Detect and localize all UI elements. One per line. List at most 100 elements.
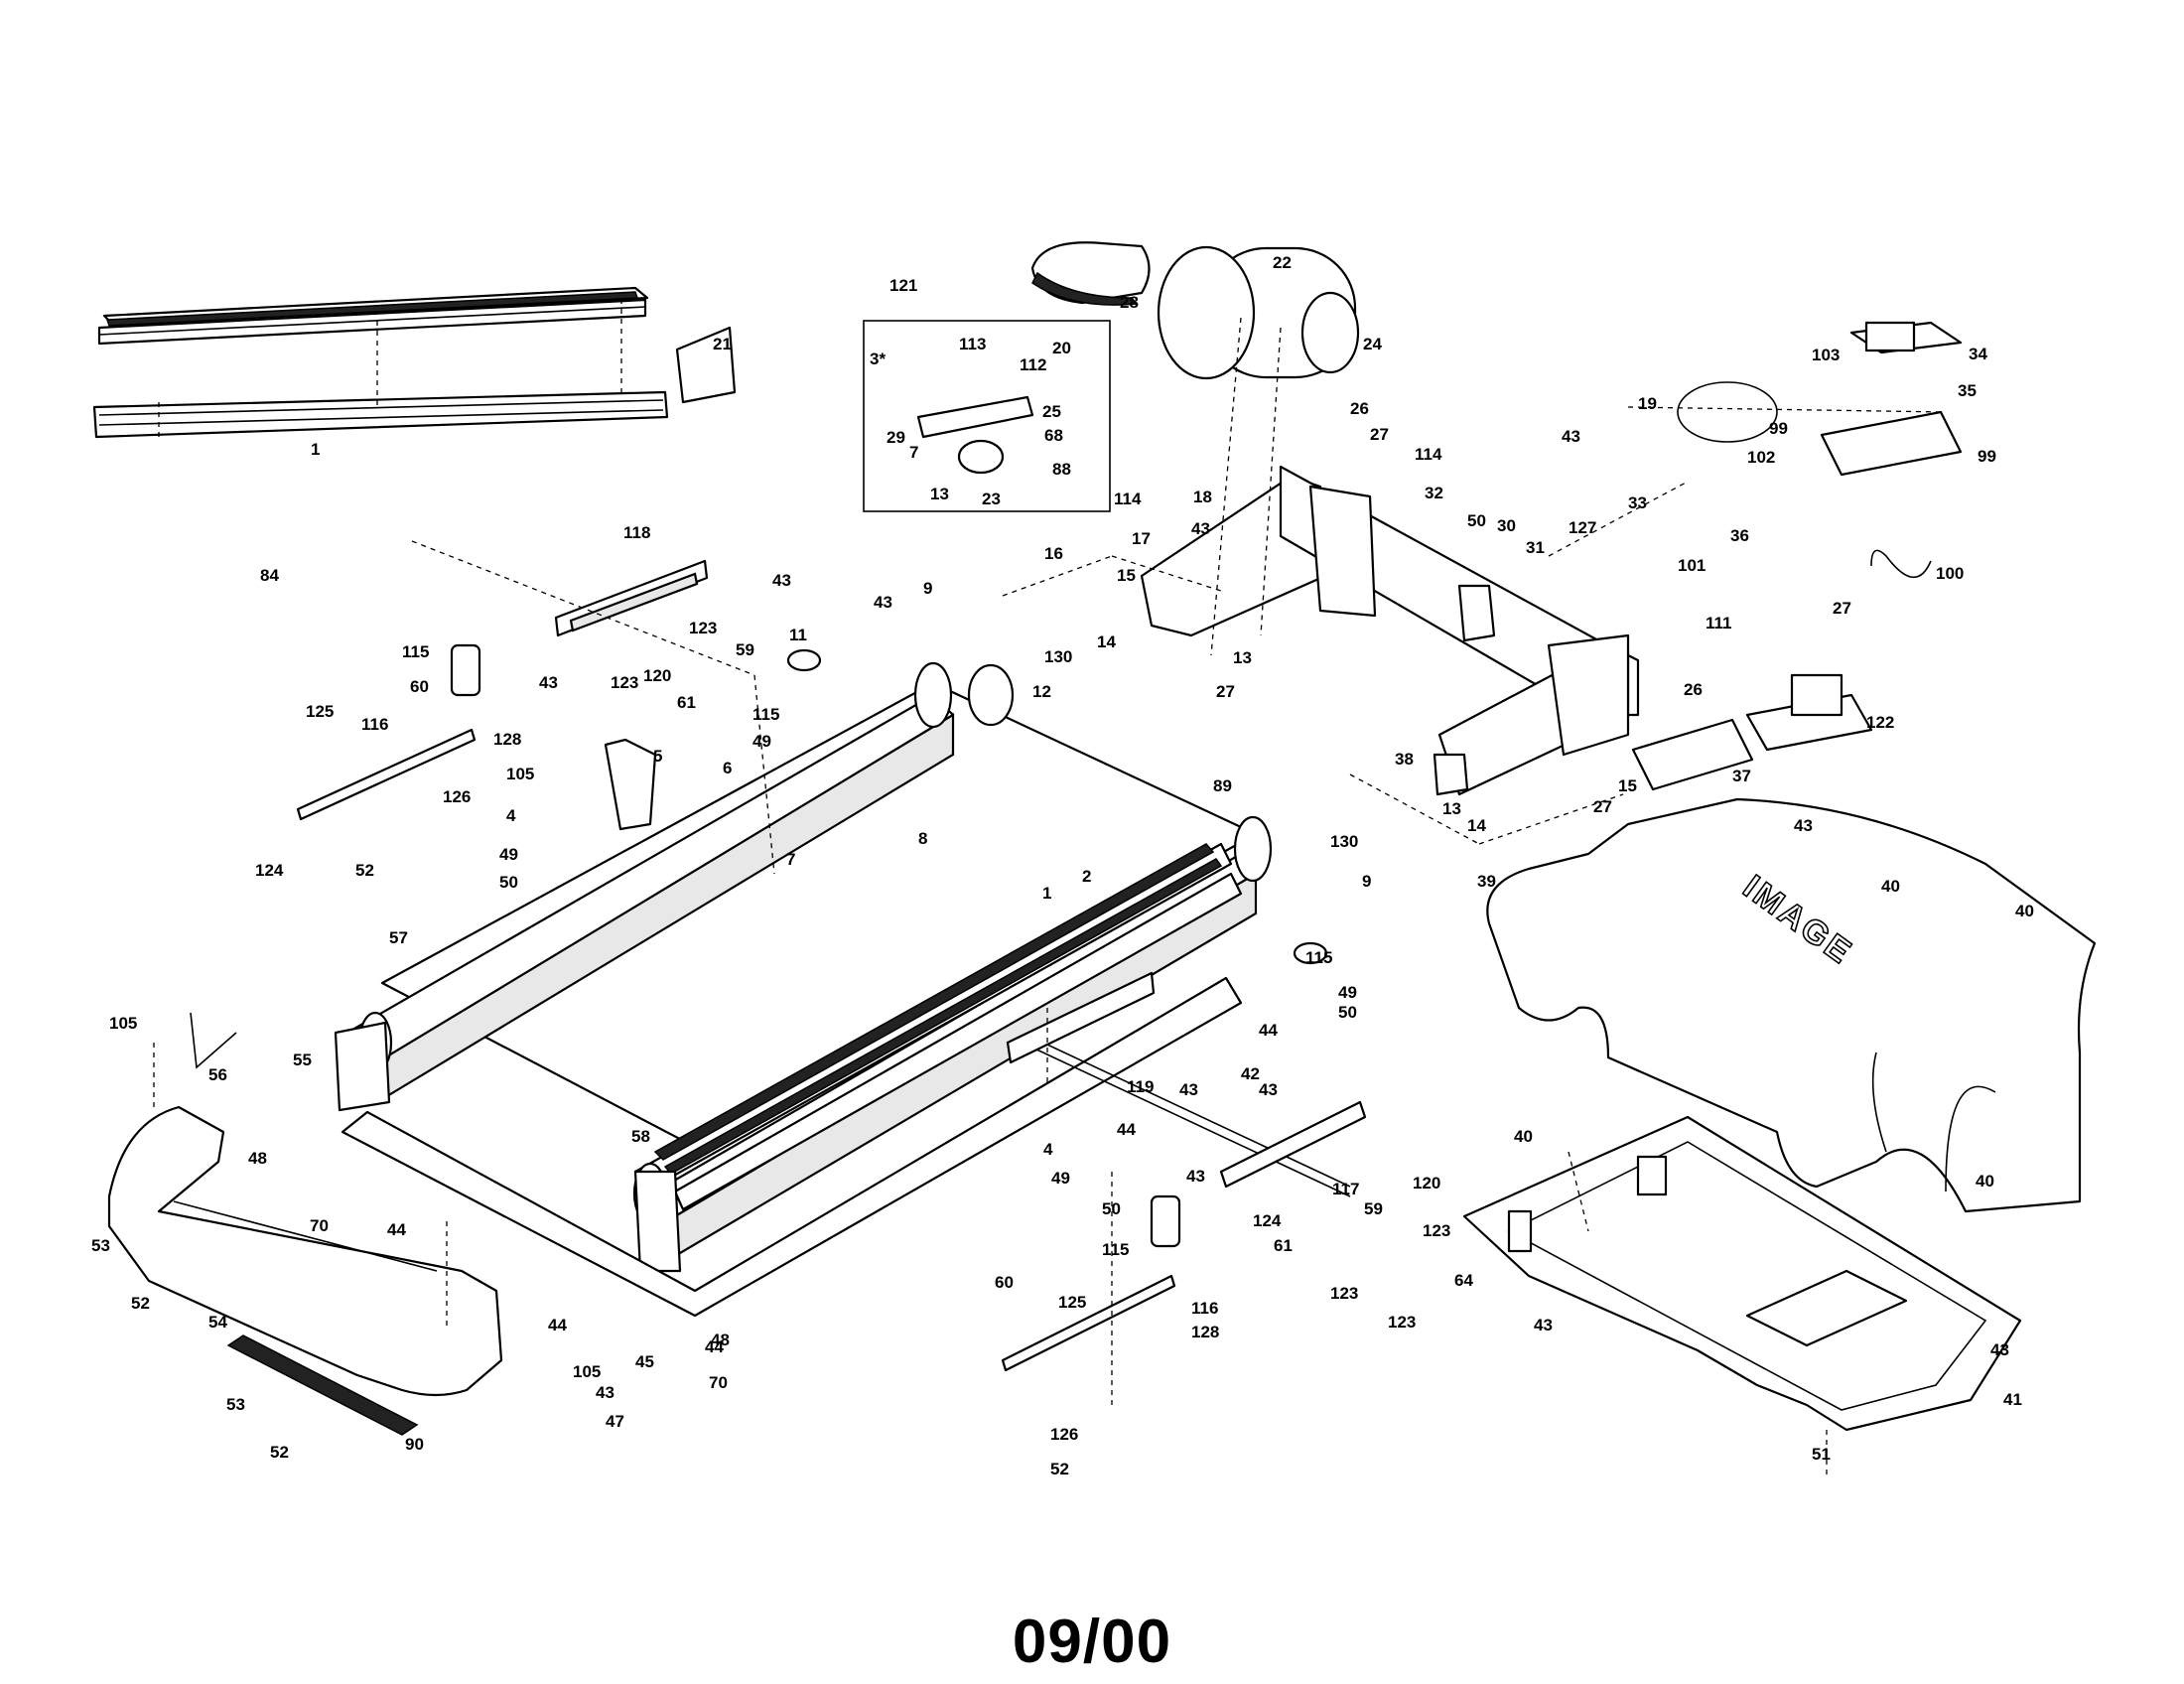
callout: 4 xyxy=(506,806,516,825)
base-pan xyxy=(1462,1115,2022,1432)
callout: 42 xyxy=(1241,1064,1260,1083)
callout: 99 xyxy=(1978,447,1996,466)
callout: 40 xyxy=(1976,1172,1994,1191)
callout: 90 xyxy=(405,1435,424,1454)
callout: 123 xyxy=(1388,1313,1416,1332)
callout: 26 xyxy=(1350,399,1369,418)
callout: 43 xyxy=(1990,1340,2009,1359)
callout: 9 xyxy=(1362,872,1371,891)
callout: 43 xyxy=(1259,1080,1278,1099)
callout: 60 xyxy=(995,1273,1014,1292)
callout: 30 xyxy=(1497,516,1516,535)
callout: 26 xyxy=(1684,680,1703,699)
callout: 59 xyxy=(736,640,754,659)
callout: 32 xyxy=(1425,484,1443,502)
callout: 43 xyxy=(1179,1080,1198,1099)
callout: 49 xyxy=(1338,983,1357,1002)
callout: 53 xyxy=(91,1236,110,1255)
callout: 114 xyxy=(1415,445,1442,464)
callout: 45 xyxy=(635,1352,654,1371)
callout: 117 xyxy=(1332,1180,1359,1198)
callout: 123 xyxy=(1423,1221,1450,1240)
motor-flywheel xyxy=(1030,241,1360,380)
callout-labels: 1 84 21 118 43 123 59 120 61 43 123 115 … xyxy=(91,253,2034,1478)
callout: 116 xyxy=(1191,1299,1218,1318)
callout: 43 xyxy=(1794,816,1813,835)
callout: 102 xyxy=(1747,448,1775,467)
callout: 125 xyxy=(306,702,334,721)
callout: 50 xyxy=(1102,1199,1121,1218)
callout: 9 xyxy=(923,579,932,598)
callout: 70 xyxy=(709,1373,728,1392)
callout: 41 xyxy=(2003,1390,2022,1409)
callout: 114 xyxy=(1114,490,1142,508)
callout: 1 xyxy=(1042,884,1051,903)
callout: 38 xyxy=(1395,750,1414,769)
callout: 59 xyxy=(1364,1199,1383,1218)
callout: 130 xyxy=(1330,832,1358,851)
callout: 68 xyxy=(1044,426,1063,445)
callout: 53 xyxy=(226,1395,245,1414)
callout: 51 xyxy=(1812,1445,1831,1464)
callout: 124 xyxy=(1253,1211,1282,1230)
rear-end-cap xyxy=(107,1105,503,1436)
callout: 47 xyxy=(606,1412,624,1431)
callout: 40 xyxy=(1514,1127,1533,1146)
callout: 27 xyxy=(1370,425,1389,444)
callout: 128 xyxy=(1191,1323,1219,1341)
callout: 126 xyxy=(1050,1425,1078,1444)
callout: 50 xyxy=(1338,1003,1357,1022)
callout: 6 xyxy=(723,759,732,777)
callout: 61 xyxy=(1274,1236,1293,1255)
callout: 43 xyxy=(1534,1316,1553,1334)
callout: 99 xyxy=(1769,419,1788,438)
callout: 122 xyxy=(1866,713,1894,732)
callout: 29 xyxy=(887,428,905,447)
callout: 22 xyxy=(1273,253,1292,272)
callout: 11 xyxy=(789,626,807,644)
callout: 43 xyxy=(1191,519,1210,538)
callout: 20 xyxy=(1052,339,1071,357)
callout: 24 xyxy=(1363,335,1382,353)
left-rail-assembly xyxy=(92,286,737,439)
callout: 7 xyxy=(786,850,795,869)
callout: 55 xyxy=(293,1051,312,1069)
callout: 123 xyxy=(689,619,717,637)
callout: 31 xyxy=(1526,538,1545,557)
callout: 44 xyxy=(705,1337,724,1356)
callout: 13 xyxy=(1233,648,1252,667)
callout: 123 xyxy=(611,673,638,692)
leader-lines xyxy=(153,317,1947,1479)
callout: 14 xyxy=(1467,816,1486,835)
callout: 57 xyxy=(389,928,408,947)
callout: 5 xyxy=(653,747,662,766)
callout: 12 xyxy=(1032,682,1051,701)
callout: 3* xyxy=(870,350,886,368)
callout: 1 xyxy=(311,440,320,459)
callout: 130 xyxy=(1044,647,1072,666)
callout: 105 xyxy=(506,765,534,783)
callout: 33 xyxy=(1628,493,1647,512)
callout: 13 xyxy=(1442,799,1461,818)
callout: 27 xyxy=(1833,599,1851,618)
callout: 13 xyxy=(930,485,949,503)
callout: 120 xyxy=(1413,1174,1440,1193)
callout: 115 xyxy=(1305,948,1332,967)
callout: 43 xyxy=(596,1383,614,1402)
callout: 49 xyxy=(499,845,518,864)
callout: 43 xyxy=(1562,427,1580,446)
callout: 115 xyxy=(1102,1240,1129,1259)
callout: 44 xyxy=(387,1220,406,1239)
callout: 14 xyxy=(1097,632,1116,651)
callout: 2 xyxy=(1082,867,1091,886)
callout: 100 xyxy=(1936,564,1964,583)
callout: 36 xyxy=(1730,526,1749,545)
callout: 50 xyxy=(499,873,518,892)
upright-frame xyxy=(1140,465,1640,796)
callout: 88 xyxy=(1052,460,1071,479)
callout: 115 xyxy=(752,705,779,724)
callout: 52 xyxy=(131,1294,150,1313)
callout: 4 xyxy=(1043,1140,1053,1159)
callout: 60 xyxy=(410,677,429,696)
